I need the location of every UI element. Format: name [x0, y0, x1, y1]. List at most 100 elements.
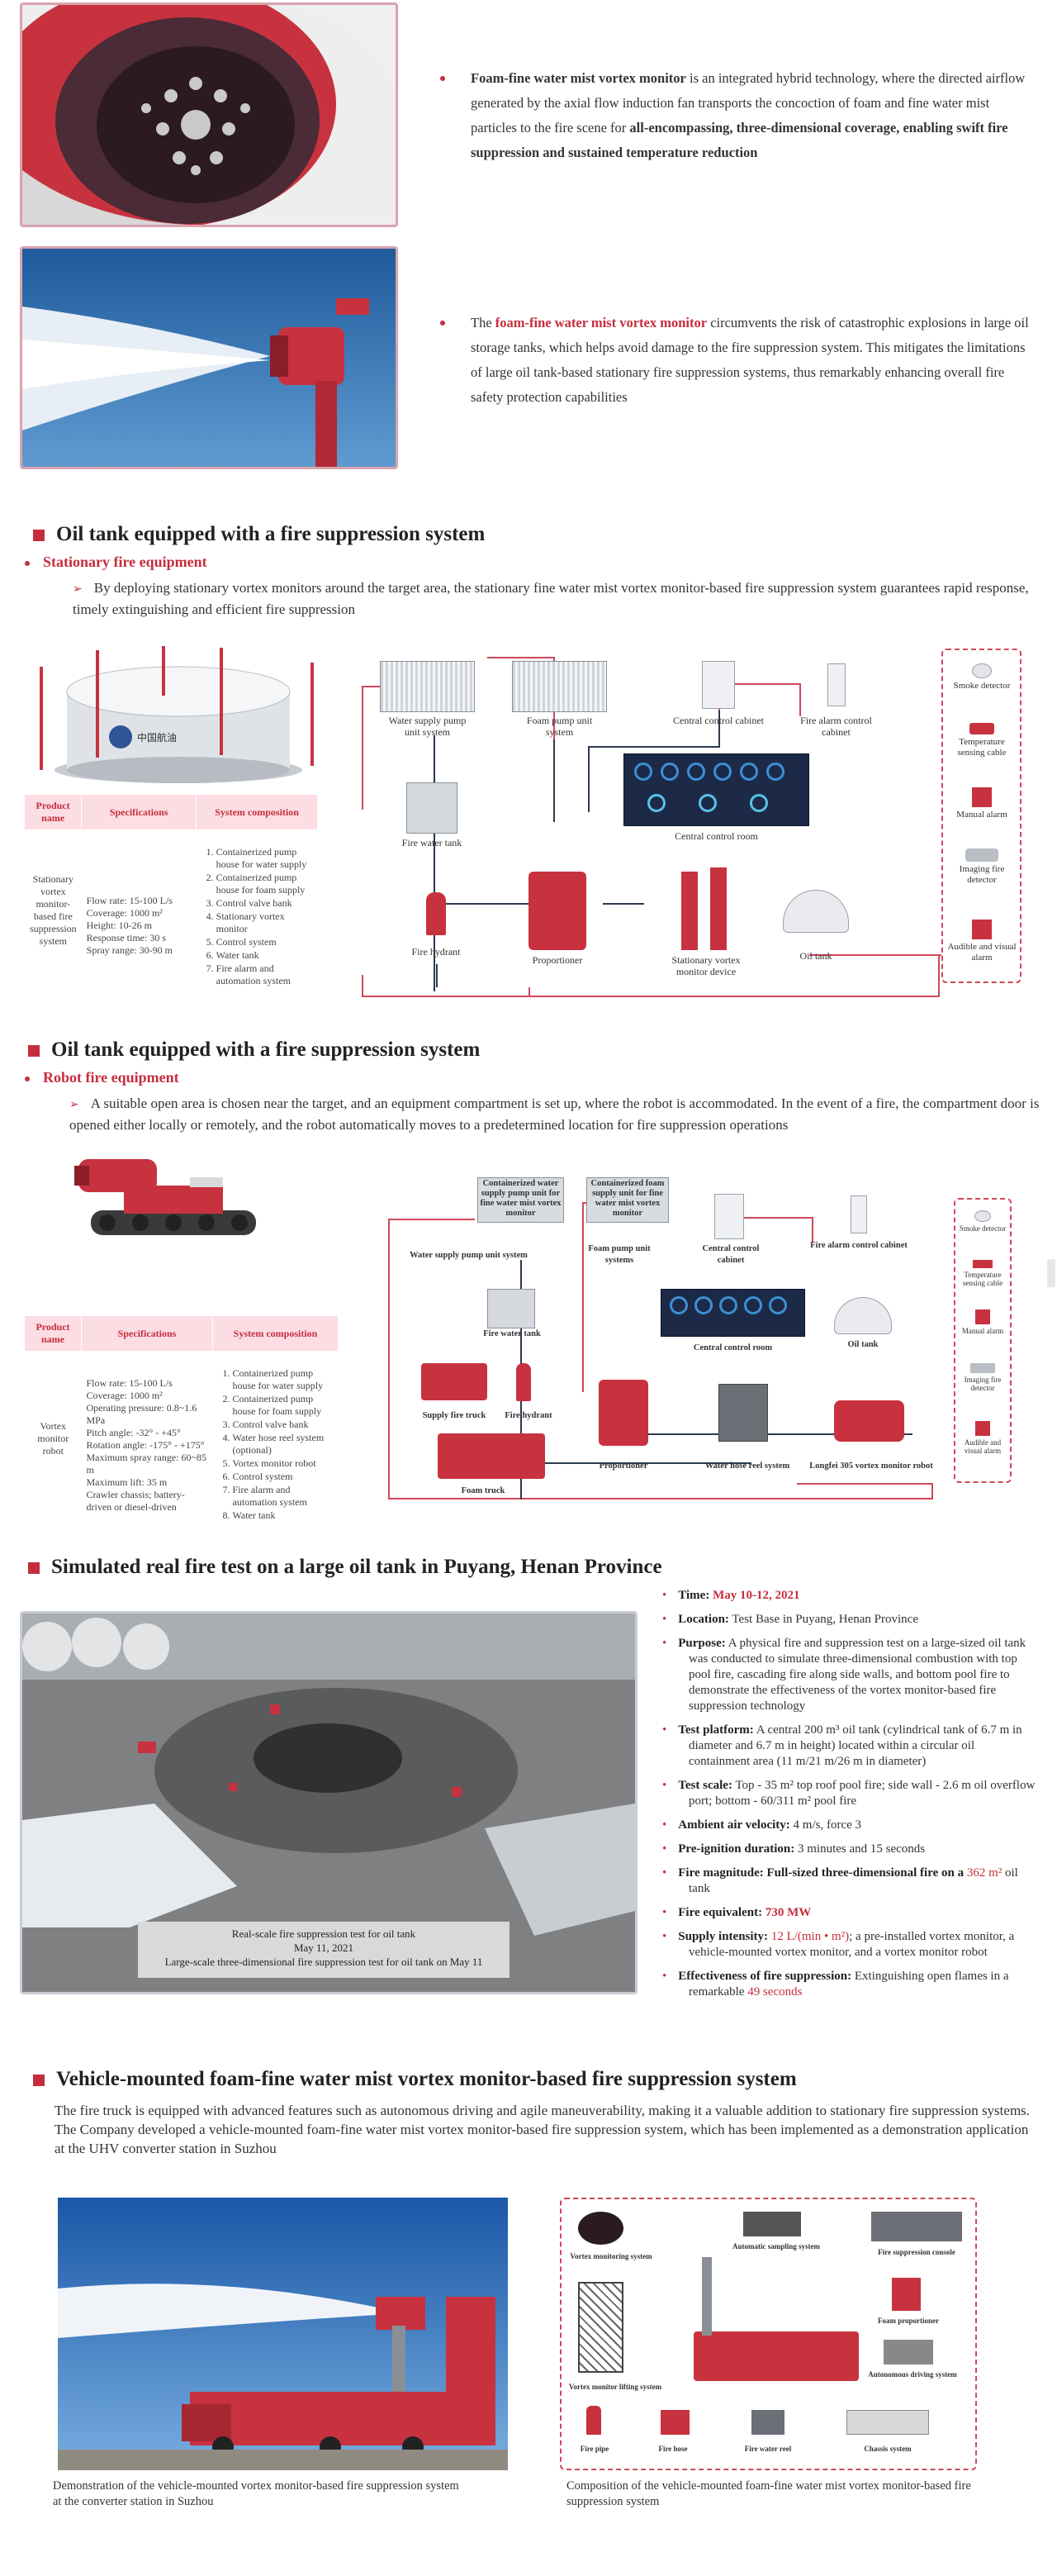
- s1-th-product: Product name: [25, 795, 83, 829]
- s2-foam-container-label: Containerized foam supply unit for fine …: [590, 1179, 665, 1218]
- s1-alarm-cabinet: [827, 663, 846, 706]
- s1-vortex-monitor-b: [710, 867, 727, 950]
- s2-oil-tank-label: Oil tank: [847, 1340, 879, 1349]
- test-purpose: •Purpose: A physical fire and suppressio…: [662, 1637, 1026, 1713]
- s2-foam-truck: [438, 1433, 545, 1479]
- s2-water-pump-label: Water supply pump unit system: [410, 1251, 528, 1260]
- s4-truck-img: [694, 2331, 859, 2381]
- s4-fire-console-label: Fire suppression console: [878, 2248, 955, 2256]
- s4-vortex-monitor-label: Vortex monitoring system: [570, 2252, 652, 2260]
- s1-sensor-imaging: Imaging fire detector: [946, 848, 1018, 886]
- s2-control-room-label: Central control room: [693, 1343, 773, 1352]
- intro-text-2: circumvents the risk of catastrophic exp…: [471, 315, 1029, 405]
- s1-water-pump-unit: [380, 661, 475, 712]
- section4-left-caption: Demonstration of the vehicle-mounted vor…: [53, 2479, 459, 2508]
- s4-auto-driving-img: [884, 2340, 933, 2365]
- intro-term-1: Foam-fine water mist vortex monitor: [471, 70, 686, 86]
- s4-hose-img: [661, 2410, 690, 2435]
- s4-auto-driving-label: Autonomous driving system: [868, 2370, 957, 2379]
- section3-test-details: •Time: May 10-12, 2021 •Location: Test B…: [662, 1588, 1038, 2008]
- s2-supply-truck: [421, 1363, 487, 1400]
- intro-bullet-1: [440, 76, 445, 81]
- test-platform: •Test platform: A central 200 m³ oil tan…: [662, 1723, 1022, 1768]
- s1-th-specs: Specifications: [81, 795, 197, 829]
- s4-lifting-img: [578, 2282, 623, 2373]
- s1-central-cabinet-label: Central control cabinet: [673, 715, 764, 726]
- s1-hydrant: [426, 892, 446, 935]
- test-fire-magnitude: •Fire magnitude: Full-sized three-dimens…: [662, 1866, 1018, 1895]
- s1-proportioner-label: Proportioner: [532, 954, 583, 966]
- s2-sensor-manual: Manual alarm: [956, 1309, 1009, 1335]
- section2-spec-table: Product name Specifications System compo…: [25, 1316, 339, 1526]
- s2-proportioner-label: Proportioner: [599, 1461, 648, 1471]
- test-time: •Time: May 10-12, 2021: [662, 1589, 800, 1602]
- scroll-indicator[interactable]: [1047, 1259, 1055, 1287]
- vortex-monitor-closeup-photo: [20, 2, 398, 227]
- s4-foam-prop-img: [892, 2278, 921, 2311]
- s2-central-cabinet: [714, 1194, 744, 1239]
- section3-fire-test-photo: Real-scale fire suppression test for oil…: [20, 1611, 638, 1994]
- section4-composition-diagram: Vortex monitoring system Automatic sampl…: [560, 2198, 977, 2470]
- s2-product-name: Vortex monitor robot: [37, 1419, 69, 1457]
- s1-vortex-monitor-a: [681, 872, 698, 950]
- section2-robot-image: [74, 1153, 264, 1243]
- s4-lifting-label: Vortex monitor lifting system: [568, 2383, 662, 2391]
- s2-robot-label: Longfei 305 vortex monitor robot: [809, 1461, 933, 1471]
- s1-sensor-manual: Manual alarm: [946, 787, 1018, 820]
- s1-water-tank-label: Fire water tank: [401, 837, 462, 848]
- s1-oil-tank-label: Oil tank: [799, 950, 832, 962]
- s4-foam-prop-label: Foam proportioner: [877, 2317, 940, 2325]
- svg-text:中国航油: 中国航油: [137, 731, 177, 744]
- s4-mast-img: [702, 2257, 712, 2336]
- s1-central-cabinet: [702, 661, 735, 709]
- s2-hydrant: [516, 1363, 531, 1401]
- test-effectiveness: •Effectiveness of fire suppression: Exti…: [662, 1970, 1009, 1999]
- s4-auto-sampling-img: [743, 2212, 801, 2236]
- section2-title: Oil tank equipped with a fire suppressio…: [28, 1038, 480, 1062]
- s2-hose-reel-label: Water hose reel system: [704, 1461, 790, 1471]
- section2-subtitle: Robot fire equipment: [25, 1069, 179, 1086]
- intro-term-2: foam-fine water mist vortex monitor: [495, 315, 708, 330]
- s2-foam-pump-label: Foam pump unit systems: [588, 1244, 651, 1265]
- s1-water-pump-label: Water supply pump unit system: [388, 715, 467, 738]
- s1-monitor-device-label: Stationary vortex monitor device: [671, 954, 741, 977]
- s4-reel-img: [751, 2410, 784, 2435]
- test-preignition: •Pre-ignition duration: 3 minutes and 15…: [662, 1842, 926, 1856]
- s1-control-room-screens: [623, 753, 809, 826]
- section2-description: ➢A suitable open area is chosen near the…: [69, 1096, 1040, 1133]
- s1-hydrant-label: Fire hydrant: [411, 946, 461, 958]
- s2-sensor-temperature: Temperature sensing cable: [956, 1260, 1009, 1287]
- s2-robot: [834, 1400, 904, 1442]
- s2-alarm-cabinet-label: Fire alarm control cabinet: [810, 1241, 908, 1250]
- s2-foam-container: [586, 1177, 669, 1223]
- section1-oil-tank-image: 中国航油: [30, 646, 323, 787]
- section1-spec-table: Product name Specifications System compo…: [25, 795, 318, 991]
- test-supply-intensity: •Supply intensity: 12 L/(min • m²); a pr…: [662, 1930, 1015, 1959]
- s2-sensor-audible: Audible and visual alarm: [956, 1421, 1009, 1455]
- s1-control-room-label: Central control room: [675, 830, 758, 842]
- s1-sensor-audible: Audible and visual alarm: [946, 920, 1018, 963]
- section2-system-diagram: Containerized water supply pump unit for…: [388, 1177, 1040, 1504]
- s4-chassis-label: Chassis system: [864, 2445, 912, 2453]
- s4-vortex-monitor-img: [578, 2212, 623, 2245]
- section1-system-diagram: Water supply pump unit system Foam pump …: [355, 640, 1040, 1004]
- s1-composition-cell: Containerized pump house for water suppl…: [197, 829, 318, 991]
- s1-sensor-smoke: Smoke detector: [946, 663, 1018, 692]
- s1-foam-pump-unit: [512, 661, 607, 712]
- s2-water-tank-label: Fire water tank: [483, 1329, 541, 1338]
- s1-oil-tank: [783, 890, 849, 933]
- s2-proportioner: [599, 1380, 648, 1446]
- s4-hose-label: Fire hose: [658, 2445, 688, 2453]
- s2-supply-truck-label: Supply fire truck: [422, 1411, 486, 1420]
- s4-pipe-img: [586, 2406, 601, 2435]
- intro-bullet-2: [440, 321, 445, 326]
- test-fire-equivalent: •Fire equivalent: 730 MW: [662, 1906, 812, 1919]
- s2-th-composition: System composition: [212, 1316, 339, 1351]
- s2-water-container-label: Containerized water supply pump unit for…: [480, 1179, 562, 1218]
- intro-text-1: is an integrated hybrid technology, wher…: [471, 70, 1026, 135]
- s1-sensor-panel: [941, 649, 1021, 983]
- section3-title: Simulated real fire test on a large oil …: [28, 1556, 662, 1579]
- section3-photo-caption: Real-scale fire suppression test for oil…: [138, 1922, 510, 1978]
- section4-truck-photo: [58, 2198, 508, 2470]
